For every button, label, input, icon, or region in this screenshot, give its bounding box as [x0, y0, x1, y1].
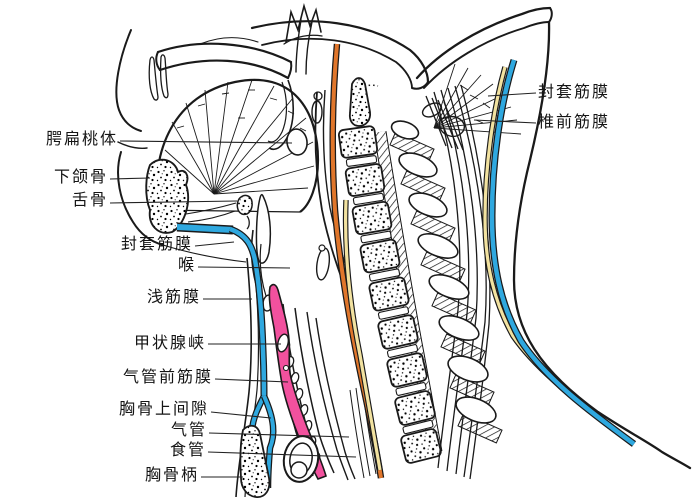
- pointer-suprasternal-space: [210, 411, 272, 419]
- label-hyoid-bone: 舌骨: [71, 190, 108, 209]
- label-superficial-fascia: 浅筋膜: [146, 287, 201, 306]
- label-thyroid-isthmus: 甲状腺峡: [133, 333, 206, 352]
- manubrium-bone: [239, 424, 271, 498]
- mandible-bone: [145, 158, 190, 234]
- pointer-larynx: [197, 266, 291, 269]
- dens-axis: [348, 77, 372, 127]
- tongue: [155, 78, 320, 213]
- pointer-hyoid: [109, 200, 238, 204]
- label-investing-fascia-back: 封套筋膜: [538, 82, 611, 101]
- spinous-process-lobes: [390, 120, 497, 424]
- pointer-pretracheal-fascia: [214, 378, 289, 383]
- thyroid-isthmus-shape: [276, 333, 290, 353]
- pointer-investing-fascia-back: [487, 92, 537, 97]
- pointer-lines: [109, 92, 537, 478]
- pointer-esophagus: [207, 451, 357, 458]
- label-palatine-tonsil: 腭扁桃体: [45, 129, 118, 148]
- label-suprasternal-space: 胸骨上间隙: [118, 399, 209, 418]
- thyroid-pretracheal-pink: [268, 283, 327, 480]
- investing-fascia-blue-back-line: [488, 58, 637, 447]
- mouth-floor-muscles: [162, 202, 247, 263]
- label-larynx: 喉: [177, 255, 196, 274]
- vertebral-bodies: [337, 125, 442, 464]
- intervertebral-discs: [345, 155, 434, 435]
- pointer-mandible: [109, 177, 151, 180]
- pointer-palatine-tonsil: [119, 140, 293, 144]
- esophagus-tube: [306, 311, 377, 481]
- posterior-neck-muscles: [425, 84, 491, 480]
- skull-and-face: [115, 2, 692, 470]
- label-esophagus: 食管: [169, 440, 206, 459]
- label-trachea: 气管: [170, 420, 207, 439]
- label-investing-fascia: 封套筋膜: [120, 234, 193, 253]
- label-mandible: 下颌骨: [53, 167, 108, 186]
- label-prevertebral-fascia: 椎前筋膜: [538, 112, 611, 131]
- pointer-investing-fascia: [194, 241, 235, 247]
- label-manubrium-sterni: 胸骨柄: [144, 465, 199, 484]
- hyoid-bone-shape: [236, 194, 253, 230]
- pointer-prevertebral-fascia: [473, 119, 537, 124]
- pointer-trachea: [208, 432, 350, 438]
- alar-fascia-yellow: [342, 199, 383, 471]
- great-vessel-ring: [282, 435, 320, 483]
- vertebral-column: [337, 77, 443, 464]
- label-pretracheal-fascia: 气管前筋膜: [122, 367, 213, 386]
